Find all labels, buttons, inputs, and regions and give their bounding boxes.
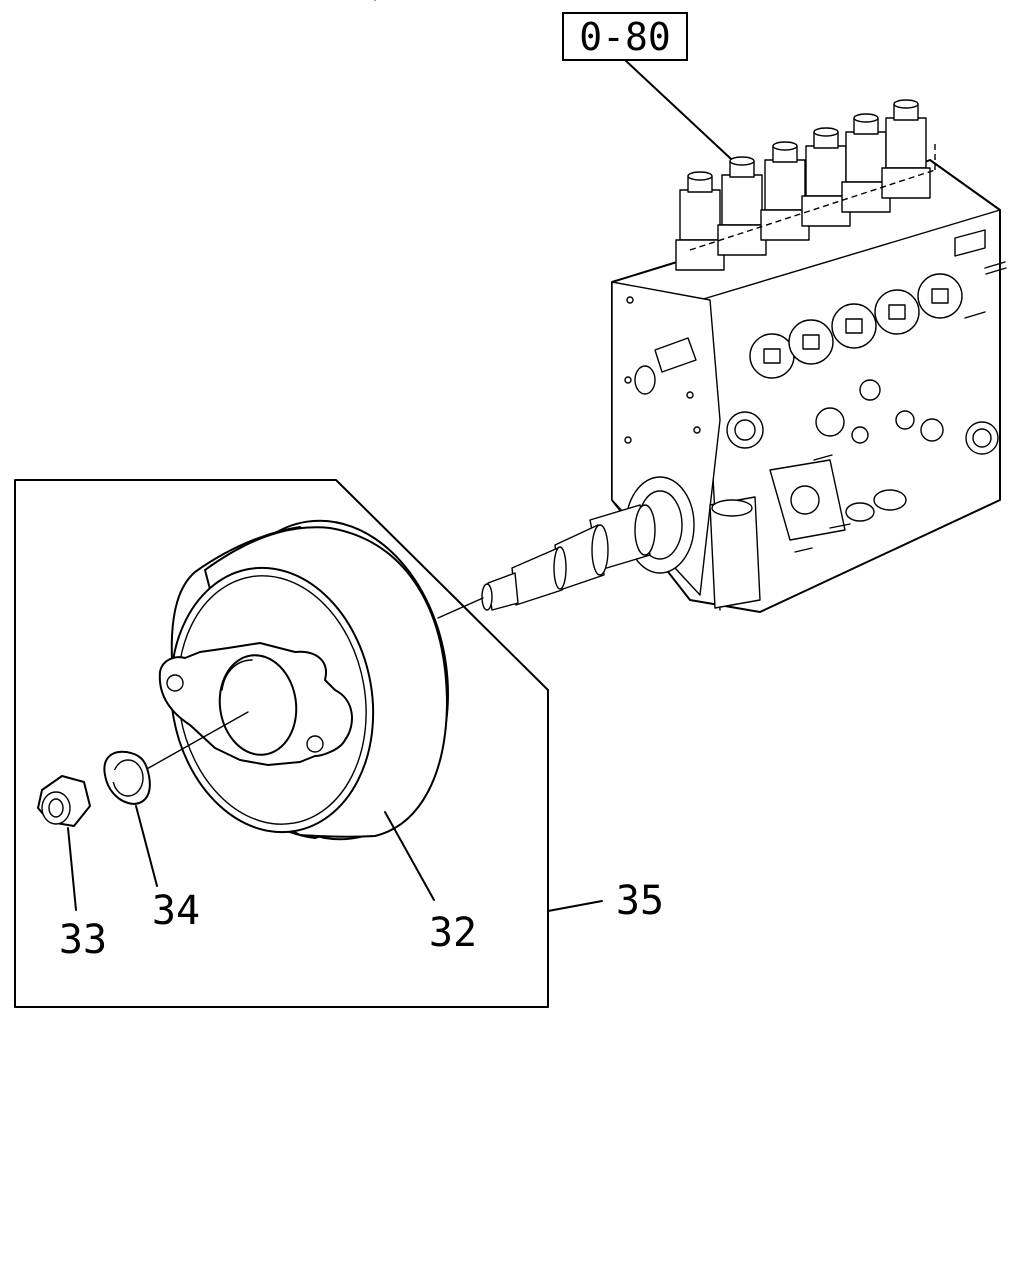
reference-label-text: 0-80 [579,15,671,59]
delivery-valves [675,99,931,271]
reference-label-box[interactable]: 0-80 [562,12,688,61]
coupling-axis-line [144,711,249,771]
callout-34-leader [135,805,158,887]
callout-32-leader [384,811,435,901]
snap-ring-part-34[interactable] [103,750,151,805]
inspection-ports [749,273,963,379]
injection-pump-assembly [374,0,1007,613]
callout-33[interactable]: 33 [59,917,107,963]
shaft-axis-line [437,597,484,619]
drive-shaft [481,504,656,611]
reference-leader-line [624,59,746,173]
part-group-35-outline [14,479,549,1008]
callout-32[interactable]: 32 [429,910,477,956]
callout-35[interactable]: 35 [616,878,664,924]
callout-35-leader [547,900,603,912]
coupling-part-32[interactable] [150,505,468,854]
callout-33-leader [67,827,77,911]
nut-part-33[interactable] [37,775,91,827]
callout-34[interactable]: 34 [152,888,200,934]
